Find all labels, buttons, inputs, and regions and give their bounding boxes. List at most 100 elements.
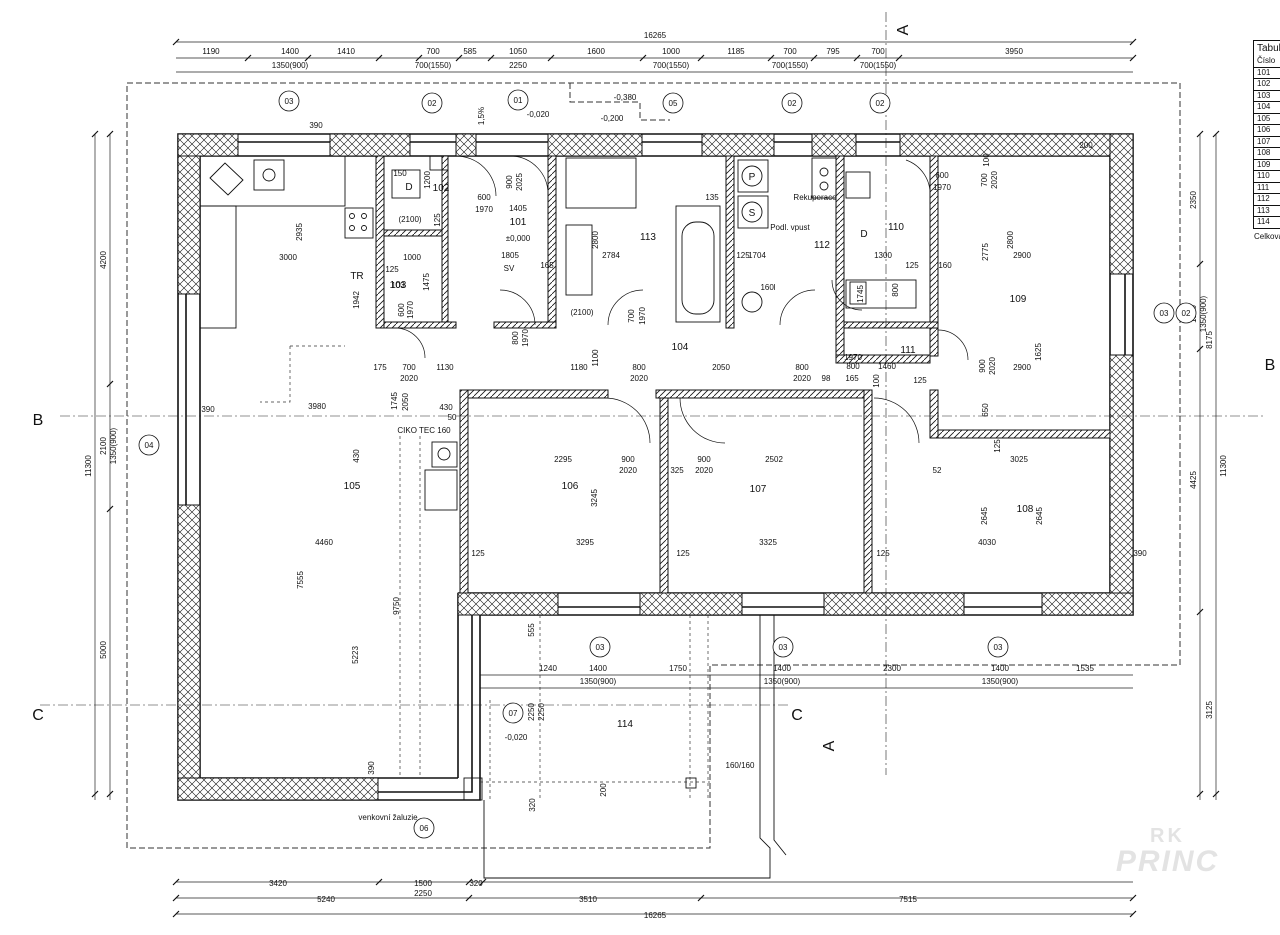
schedule-row: 101 (1253, 67, 1280, 79)
floor-drain-label: Podl. vpust (770, 223, 810, 232)
dimension-ticks (91, 38, 1220, 918)
schedule-row: 107 (1253, 136, 1280, 148)
schedule-row: 114 (1253, 217, 1280, 229)
dimension-inner: 800 (795, 363, 809, 372)
axis-marker-label: 02 (1182, 309, 1191, 318)
axis-marker-circle (421, 92, 443, 114)
dimension-inner: -0,380 (614, 93, 637, 102)
section-mark-b-right: B (1265, 357, 1276, 374)
dimension-inner: 600 (477, 193, 491, 202)
room-number-102: 102 (433, 183, 450, 194)
section-mark-a-top: A (895, 24, 912, 35)
schedule-row: 113 (1253, 205, 1280, 217)
dimension-inner: CIKO TEC 160 (397, 426, 451, 435)
dimension-bottom-outer: 1400 (773, 664, 791, 673)
dimension-top: 16265 (644, 31, 667, 40)
schedule-row: 102 (1253, 79, 1280, 91)
axis-marker-circle (662, 92, 684, 114)
dimension-inner: 1970 (475, 205, 493, 214)
dimension-left: 4200 (99, 251, 108, 269)
dimension-inner: 1200 (423, 171, 432, 189)
axis-marker-circle (1175, 302, 1197, 324)
dimension-top: 700(1550) (415, 61, 452, 70)
section-mark-c-left: C (32, 707, 44, 724)
dimension-top: 1190 (202, 47, 220, 56)
dimension-inner: 700 (980, 173, 989, 187)
dimension-inner: 1942 (352, 291, 361, 309)
dimension-inner: 200 (1079, 141, 1093, 150)
dimension-bottom-outer: 2300 (883, 664, 901, 673)
dimension-top: 1410 (337, 47, 355, 56)
room-number-109: 109 (1010, 294, 1027, 305)
dimension-inner: 3295 (576, 538, 594, 547)
dimension-inner: 98 (822, 374, 831, 383)
room-number-112: 112 (814, 240, 830, 251)
dimension-inner: 2050 (712, 363, 730, 372)
dimension-inner: 2025 (515, 173, 524, 191)
dimension-inner: 2900 (1013, 363, 1031, 372)
dimension-right: 8175 (1205, 331, 1214, 349)
dimension-inner: 125 (385, 265, 399, 274)
axis-marker-label: 04 (145, 441, 154, 450)
dimension-top: 795 (826, 47, 840, 56)
terrace-outline (483, 615, 787, 879)
dimension-inner: 1970 (521, 329, 530, 347)
dimension-inner: (2100) (398, 215, 421, 224)
dimension-inner: 4030 (978, 538, 996, 547)
dimension-inner: 3245 (590, 489, 599, 507)
schedule-col-header: Číslo (1253, 56, 1280, 68)
dimension-left: 5000 (99, 641, 108, 659)
dimension-inner: 3025 (1010, 455, 1028, 464)
dimension-inner: 160 (938, 261, 952, 270)
dimension-inner: 390 (201, 405, 215, 414)
dimension-inner: 2020 (400, 374, 418, 383)
dimension-inner: 2020 (988, 357, 997, 375)
dimension-inner: 325 (670, 466, 684, 475)
toilet-label-102: D (405, 182, 412, 193)
dimension-inner: 1805 (501, 251, 519, 260)
dimension-inner: 390 (1133, 549, 1147, 558)
dimension-inner: 1300 (874, 251, 892, 260)
axis-marker-circle (413, 817, 435, 839)
dimension-inner: 50 (448, 413, 457, 422)
logo-line-1: RK (1150, 825, 1185, 847)
dimension-inner: 1130 (436, 363, 454, 372)
wall-hatching (177, 133, 1134, 801)
dimension-bottom-outer: 1400 (991, 664, 1009, 673)
dimension-inner: SV (504, 264, 515, 273)
dimension-top: 3950 (1005, 47, 1023, 56)
dimension-inner: 2502 (765, 455, 783, 464)
dimension-left: 1350(900) (109, 427, 118, 464)
schedule-title: Tabul (1253, 40, 1280, 56)
axis-marker-circle (987, 636, 1009, 658)
room-number-108: 108 (1017, 504, 1034, 515)
dimension-inner: 1000 (403, 253, 421, 262)
dimension-inner: 175 (373, 363, 387, 372)
dimension-inner: 390 (367, 761, 376, 775)
pump-label: P (749, 172, 756, 183)
dimension-top: 700(1550) (860, 61, 897, 70)
dimension-inner: 2020 (793, 374, 811, 383)
dimension-inner: 1745 (856, 285, 865, 303)
dimension-inner: 900 (621, 455, 635, 464)
dimension-bottom-outer: 1350(900) (580, 677, 617, 686)
dimension-top: 1000 (662, 47, 680, 56)
dimension-inner: -0,020 (505, 733, 528, 742)
dimension-inner: 125 (736, 251, 750, 260)
dimension-inner: 1970 (933, 183, 951, 192)
dimension-inner: 9750 (392, 597, 401, 615)
dimension-inner: 800 (846, 362, 860, 371)
axis-marker-circle (781, 92, 803, 114)
section-mark-a-bottom: A (821, 740, 838, 751)
dimension-inner: 800 (511, 331, 520, 345)
dimension-inner: 430 (352, 449, 361, 463)
dimension-inner: 103 (391, 281, 405, 290)
toilet-label-110: D (860, 229, 867, 240)
roof-outline (126, 82, 1181, 849)
dimension-inner: 1970 (406, 301, 415, 319)
axis-marker-circle (589, 636, 611, 658)
door-swings (394, 155, 969, 444)
dimension-inner: 125 (905, 261, 919, 270)
dimension-inner: 1180 (570, 363, 588, 372)
